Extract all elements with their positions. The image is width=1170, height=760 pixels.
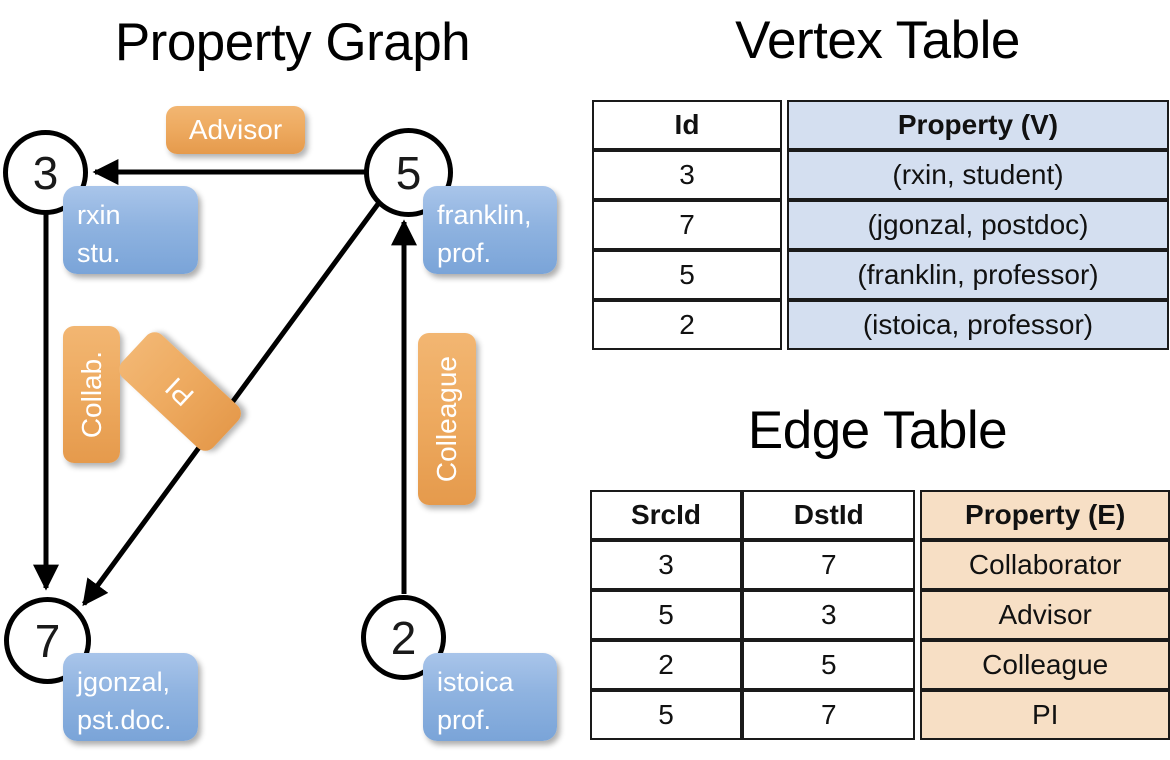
node-property-franklin-line1: franklin, — [437, 200, 532, 230]
graph-node-5[interactable]: 5 — [364, 128, 453, 217]
edge-label-advisor[interactable]: Advisor — [166, 106, 305, 154]
table-row: 5 (franklin, professor) — [592, 250, 1169, 300]
page-title-edge-table: Edge Table — [747, 401, 1008, 460]
page-title-property-graph: Property Graph — [114, 13, 471, 72]
vertex-row-0-property: (rxin, student) — [787, 150, 1169, 200]
table-row: 5 7 PI — [590, 690, 1170, 740]
node-property-jgonzal-line2: pst.doc. — [77, 705, 172, 736]
vertex-row-3-property: (istoica, professor) — [787, 300, 1169, 350]
graph-node-5-label: 5 — [395, 146, 422, 199]
table-row: 5 3 Advisor — [590, 590, 1170, 640]
node-property-box-rxin[interactable]: rxin stu. — [63, 186, 198, 274]
table-row: 2 5 Colleague — [590, 640, 1170, 690]
edge-table: SrcId DstId Property (E) 3 7 Collaborato… — [590, 490, 1170, 740]
graph-node-7-label: 7 — [34, 614, 61, 667]
edge-row-0-property: Collaborator — [920, 540, 1170, 590]
graph-node-2-label: 2 — [390, 611, 417, 664]
edge-row-2-dstid: 5 — [742, 640, 916, 690]
vertex-row-1-property: (jgonzal, postdoc) — [787, 200, 1169, 250]
edge-row-3-dstid: 7 — [742, 690, 916, 740]
edge-table-header-dstid: DstId — [742, 490, 916, 540]
page-title-vertex-table: Vertex Table — [735, 11, 1020, 70]
vertex-table-header-row: Id Property (V) — [592, 100, 1169, 150]
vertex-table-header-property: Property (V) — [787, 100, 1169, 150]
edge-table-header-property: Property (E) — [920, 490, 1170, 540]
vertex-table: Id Property (V) 3 (rxin, student) 7 (jgo… — [592, 100, 1169, 350]
vertex-row-3-id: 2 — [592, 300, 782, 350]
node-property-rxin-line1: rxin — [77, 200, 121, 230]
edge-row-1-dstid: 3 — [742, 590, 916, 640]
edge-table-header-srcid: SrcId — [590, 490, 743, 540]
edge-label-collab-text: Collab. — [75, 350, 107, 439]
graph-node-3-label: 3 — [32, 146, 59, 199]
node-property-box-franklin[interactable]: franklin, prof. — [423, 186, 557, 274]
edge-label-colleague[interactable]: Colleague — [418, 333, 476, 505]
node-property-istoica-line1: istoica — [437, 667, 514, 697]
table-row: 3 7 Collaborator — [590, 540, 1170, 590]
table-row: 2 (istoica, professor) — [592, 300, 1169, 350]
vertex-row-1-id: 7 — [592, 200, 782, 250]
table-row: 7 (jgonzal, postdoc) — [592, 200, 1169, 250]
edge-label-pi-text: PI — [159, 371, 200, 413]
graph-node-2[interactable]: 2 — [361, 595, 446, 680]
node-property-franklin-line2: prof. — [437, 238, 492, 269]
edge-label-collab[interactable]: Collab. — [63, 326, 120, 463]
node-property-jgonzal-line1: jgonzal, — [77, 667, 171, 697]
vertex-row-2-id: 5 — [592, 250, 782, 300]
node-property-box-jgonzal[interactable]: jgonzal, pst.doc. — [63, 653, 198, 741]
edge-label-colleague-text: Colleague — [431, 355, 462, 483]
vertex-row-2-property: (franklin, professor) — [787, 250, 1169, 300]
node-property-rxin-line2: stu. — [77, 238, 121, 269]
vertex-row-0-id: 3 — [592, 150, 782, 200]
node-property-box-istoica[interactable]: istoica prof. — [423, 653, 557, 741]
edge-row-0-dstid: 7 — [742, 540, 916, 590]
edge-row-1-property: Advisor — [920, 590, 1170, 640]
edge-table-header-row: SrcId DstId Property (E) — [590, 490, 1170, 540]
edge-row-2-srcid: 2 — [590, 640, 743, 690]
property-graph-diagram: 3 5 7 2 rxin stu. franklin, prof. jgonza… — [3, 106, 557, 741]
edge-row-3-property: PI — [920, 690, 1170, 740]
edge-label-advisor-text: Advisor — [188, 114, 283, 145]
edge-row-1-srcid: 5 — [590, 590, 743, 640]
edge-row-3-srcid: 5 — [590, 690, 743, 740]
vertex-table-header-id: Id — [592, 100, 782, 150]
table-row: 3 (rxin, student) — [592, 150, 1169, 200]
edge-row-2-property: Colleague — [920, 640, 1170, 690]
node-property-istoica-line2: prof. — [437, 705, 492, 736]
edge-row-0-srcid: 3 — [590, 540, 743, 590]
